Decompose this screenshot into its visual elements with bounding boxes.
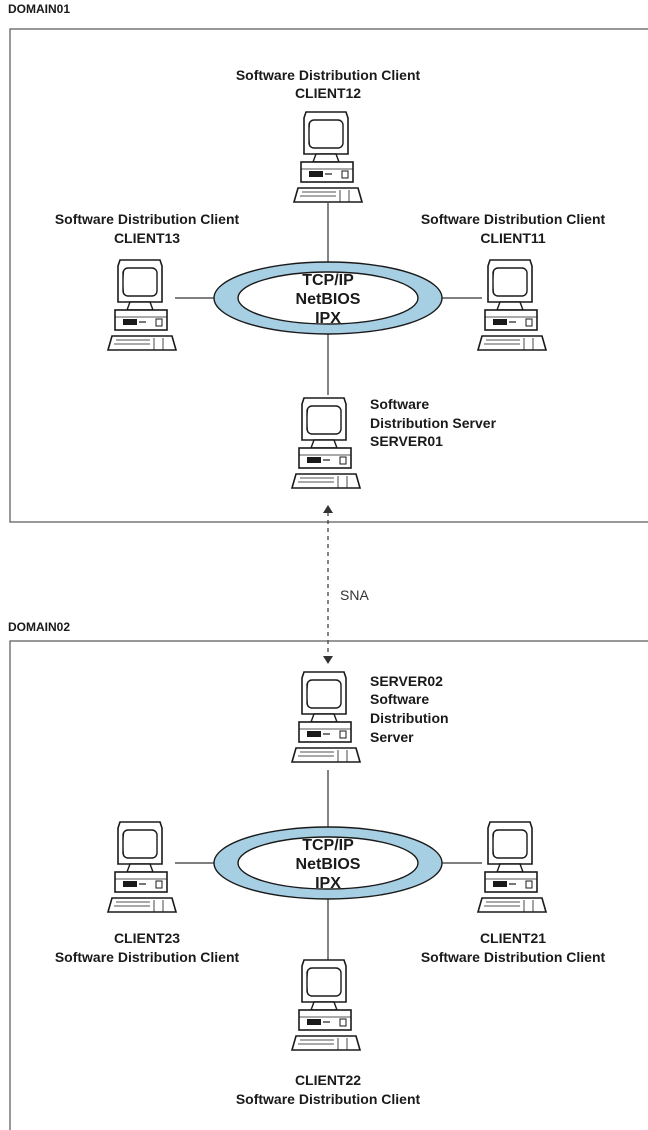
domain02-border: [9, 640, 648, 1130]
client23-name: CLIENT23: [114, 930, 180, 946]
ring2-protocol-3: IPX: [315, 875, 341, 892]
server02-line-1: SERVER02: [370, 673, 443, 689]
ring2-protocol-1: TCP/IP: [302, 837, 354, 854]
computer-icon: [107, 821, 177, 913]
ring2-protocol-2: NetBIOS: [296, 856, 361, 873]
computer-icon: [293, 111, 363, 203]
client11-name: CLIENT11: [480, 230, 546, 246]
sna-link: [323, 505, 333, 664]
domain01-ring: [213, 261, 443, 335]
domain01-border: [9, 28, 648, 523]
server02-line-3: Distribution: [370, 710, 449, 726]
server01-line-2: Distribution Server: [370, 415, 497, 431]
client11-role: Software Distribution Client: [421, 211, 606, 227]
computer-icon: [291, 397, 361, 489]
ring1-protocol-2: NetBIOS: [296, 291, 361, 308]
domain02-label: DOMAIN02: [8, 620, 70, 634]
client13-role: Software Distribution Client: [55, 211, 240, 227]
client12-role: Software Distribution Client: [236, 67, 421, 83]
server02-line-4: Server: [370, 729, 414, 745]
client22-role: Software Distribution Client: [236, 1091, 421, 1107]
ring1-protocol-3: IPX: [315, 310, 341, 327]
client23-role: Software Distribution Client: [55, 949, 240, 965]
client22-name: CLIENT22: [295, 1072, 361, 1088]
ring1-protocol-1: TCP/IP: [302, 272, 354, 289]
computer-icon: [107, 259, 177, 351]
server02-line-2: Software: [370, 691, 429, 707]
computer-icon: [477, 259, 547, 351]
domain02-ring: [213, 826, 443, 900]
server01-line-3: SERVER01: [370, 433, 443, 449]
domain01-label: DOMAIN01: [8, 2, 70, 16]
sna-label: SNA: [340, 587, 369, 603]
client13-name: CLIENT13: [114, 230, 180, 246]
computer-icon: [291, 671, 361, 763]
client21-role: Software Distribution Client: [421, 949, 606, 965]
computer-icon: [291, 959, 361, 1051]
computer-icon: [477, 821, 547, 913]
server01-line-1: Software: [370, 396, 429, 412]
client12-name: CLIENT12: [295, 85, 361, 101]
client21-name: CLIENT21: [480, 930, 546, 946]
